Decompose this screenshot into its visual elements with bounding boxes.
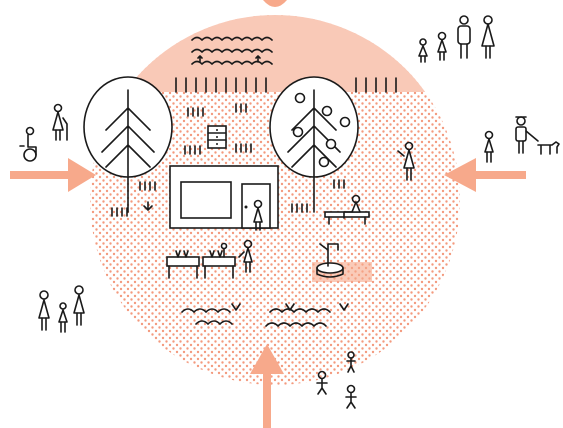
person-icon (52, 103, 68, 141)
fence (175, 77, 397, 93)
crop-rows-top (191, 36, 273, 65)
person-icon (58, 302, 68, 333)
person-icon (437, 31, 447, 61)
planter-box-icon (166, 242, 236, 279)
person-icon (418, 38, 428, 63)
person-icon (238, 239, 253, 273)
fruit-tree-icon (269, 76, 359, 213)
garden-circle (90, 0, 460, 385)
grass-marks (111, 103, 345, 217)
wheelchair-icon (19, 126, 37, 162)
person-icon (346, 351, 356, 373)
person-icon (343, 194, 361, 219)
arrow-up-icon (250, 344, 284, 428)
person-icon (484, 130, 494, 163)
dog-icon (537, 141, 560, 155)
person-icon (38, 290, 50, 331)
person-icon (481, 15, 495, 59)
water-pump-icon (312, 243, 372, 282)
person-icon (397, 141, 415, 181)
cabinet-icon (207, 125, 227, 149)
person-icon (515, 116, 539, 154)
person-icon (73, 285, 85, 326)
tree-icon (83, 76, 173, 213)
person-icon (345, 384, 357, 409)
person-icon (457, 15, 471, 59)
arrow-right-icon (10, 158, 96, 192)
person-icon (316, 370, 328, 395)
person-icon (253, 199, 263, 231)
crop-rows-bottom (181, 303, 349, 327)
arrow-left-icon (444, 158, 526, 192)
